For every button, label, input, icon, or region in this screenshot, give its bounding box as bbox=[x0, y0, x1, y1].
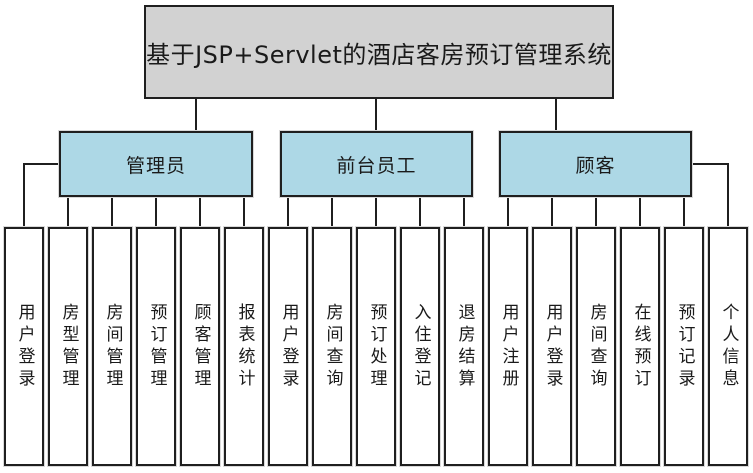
leaf-node-label: 用户注册 bbox=[498, 302, 519, 391]
leaf-node-label: 房型管理 bbox=[58, 302, 79, 391]
leaf-node-label: 预订处理 bbox=[366, 302, 387, 391]
leaf-node-label: 房间查询 bbox=[586, 302, 607, 391]
leaf-node-label: 报表统计 bbox=[234, 302, 255, 391]
leaf-node: 退房结算 bbox=[444, 227, 484, 466]
leaf-node-label: 预订管理 bbox=[146, 302, 167, 391]
leaf-node: 预订记录 bbox=[664, 227, 704, 466]
leaf-node: 房间查询 bbox=[312, 227, 352, 466]
branch-node-label: 管理员 bbox=[125, 154, 186, 177]
leaf-node-label: 顾客管理 bbox=[190, 302, 211, 391]
leaf-node: 顾客管理 bbox=[180, 227, 220, 466]
leaf-node: 报表统计 bbox=[224, 227, 264, 466]
leaf-node-label: 个人信息 bbox=[718, 302, 739, 391]
leaf-node-label: 在线预订 bbox=[630, 302, 651, 391]
leaf-node: 房间管理 bbox=[92, 227, 132, 466]
branch-node: 前台员工 bbox=[280, 131, 473, 197]
leaf-node: 在线预订 bbox=[620, 227, 660, 466]
branch-node-label: 前台员工 bbox=[336, 154, 417, 177]
leaf-node: 预订管理 bbox=[136, 227, 176, 466]
leaf-node-label: 预订记录 bbox=[674, 302, 695, 391]
root-node: 基于JSP+Servlet的酒店客房预订管理系统 bbox=[144, 5, 614, 99]
leaf-node: 用户登录 bbox=[532, 227, 572, 466]
leaf-node-label: 退房结算 bbox=[454, 302, 475, 391]
branch-node: 顾客 bbox=[499, 131, 692, 197]
leaf-node: 预订处理 bbox=[356, 227, 396, 466]
leaf-node-label: 用户登录 bbox=[14, 302, 35, 391]
leaf-node: 房型管理 bbox=[48, 227, 88, 466]
leaf-node-label: 用户登录 bbox=[278, 302, 299, 391]
branch-node: 管理员 bbox=[59, 131, 253, 197]
leaf-node: 用户登录 bbox=[268, 227, 308, 466]
leaf-node-label: 用户登录 bbox=[542, 302, 563, 391]
leaf-node-label: 房间查询 bbox=[322, 302, 343, 391]
root-node-label: 基于JSP+Servlet的酒店客房预订管理系统 bbox=[146, 40, 612, 69]
leaf-node: 用户登录 bbox=[4, 227, 44, 466]
leaf-node: 用户注册 bbox=[488, 227, 528, 466]
leaf-node-label: 入住登记 bbox=[410, 302, 431, 391]
leaf-node: 个人信息 bbox=[708, 227, 748, 466]
leaf-node-label: 房间管理 bbox=[102, 302, 123, 391]
leaf-node: 房间查询 bbox=[576, 227, 616, 466]
leaf-node: 入住登记 bbox=[400, 227, 440, 466]
branch-node-label: 顾客 bbox=[575, 154, 616, 177]
